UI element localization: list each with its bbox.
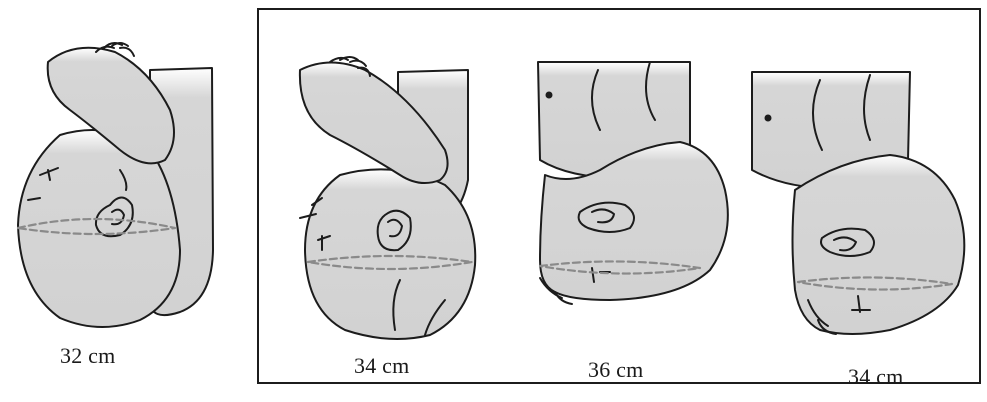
comparison-frame — [257, 8, 981, 384]
figure-4-label: 34 cm — [848, 364, 903, 390]
figure-1-drawing — [18, 43, 213, 327]
figure-1-label: 32 cm — [60, 343, 115, 369]
figure-3-label: 36 cm — [588, 357, 643, 383]
figure-2-label: 34 cm — [354, 353, 409, 379]
